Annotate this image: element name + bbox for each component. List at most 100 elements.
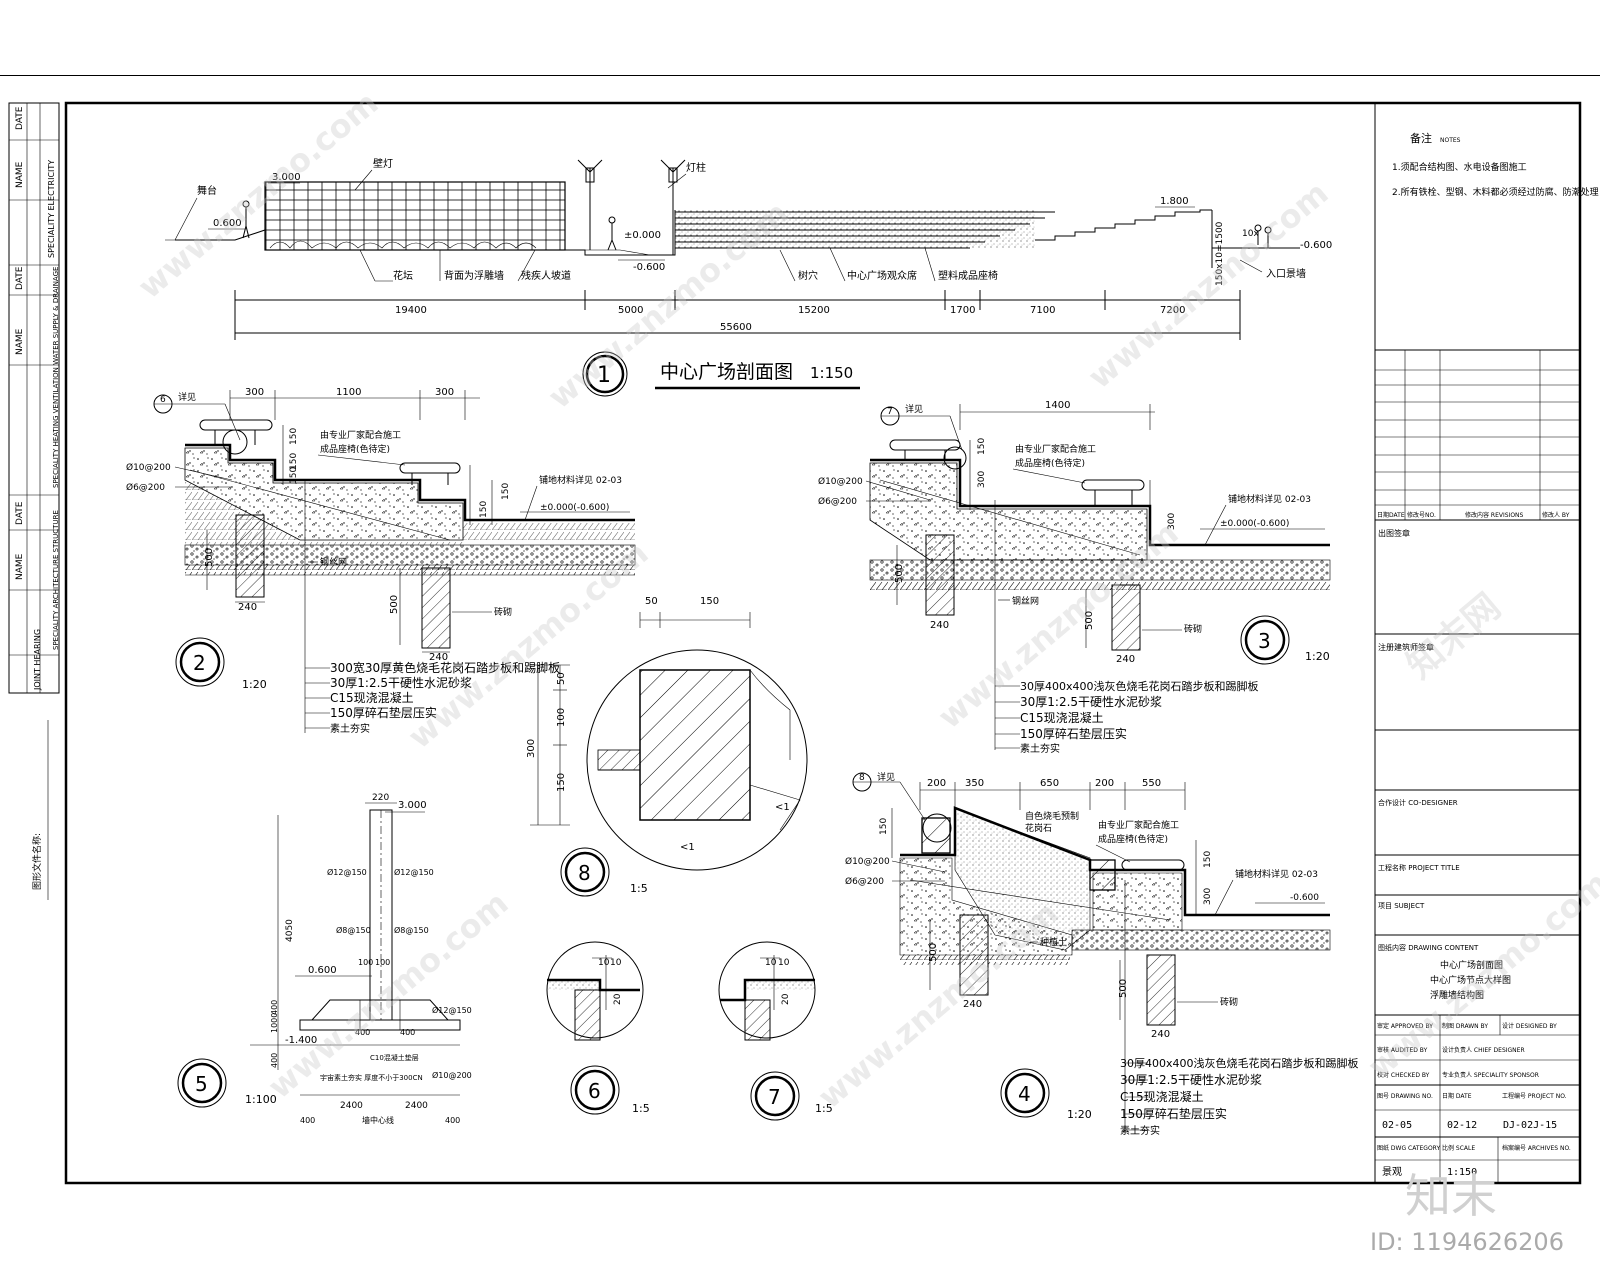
- meta-project-no: DJ-02J-15: [1503, 1120, 1557, 1131]
- file-name-label: 图形文件名称:: [31, 833, 43, 890]
- label-seats: 中心广场观众席: [847, 269, 917, 282]
- detail-2-ref-number: 6: [160, 395, 166, 405]
- detail-8-scale: 1:5: [630, 882, 648, 895]
- detail-2-layer-3: C15现浇混凝土: [330, 690, 414, 705]
- detail-2-brick: 砖砌: [494, 606, 512, 618]
- detail-5-dim-100b: 100: [375, 958, 390, 967]
- notes-title-en: NOTES: [1440, 137, 1461, 144]
- detail-3-dim-240b: 240: [1116, 654, 1135, 665]
- detail-3-bench-note-2: 成品座椅(色待定): [1015, 457, 1085, 469]
- detail-4-layer-2: 30厚1:2.5干硬性水泥砂浆: [1120, 1072, 1262, 1087]
- detail-2-vdim-2: 150: [289, 453, 299, 470]
- detail-3-bench-2: [1081, 479, 1145, 491]
- detail-5-number: 5: [195, 1072, 208, 1096]
- detail-8-dim-300: 300: [526, 739, 537, 758]
- signoff-approved: 审定 APPROVED BY: [1377, 1022, 1433, 1030]
- meta-label-project-no: 工程编号 PROJECT NO.: [1502, 1092, 1567, 1100]
- detail-2-rebar-2: Ø6@200: [126, 482, 165, 493]
- detail-4-planting-soil-label: 种植土: [1040, 936, 1067, 948]
- detail-8-mark-2: <1: [680, 842, 695, 853]
- detail-2-callout: [175, 637, 225, 687]
- detail-4-bench: [1121, 859, 1185, 871]
- detail-4-dim-top-2: 350: [965, 778, 984, 789]
- detail-7-callout: [750, 1071, 800, 1121]
- label-entrance-wall: 入口景墙: [1266, 267, 1306, 280]
- detail-5-rebar-5: Ø12@150: [432, 1005, 472, 1015]
- detail-2-layer-1: 300宽30厚黄色烧毛花岗石踏步板和踢脚板: [330, 660, 560, 675]
- meta2-label-category: 图纸 DWG CATEGORY: [1377, 1144, 1440, 1152]
- step-note-2: 10x: [1242, 229, 1259, 239]
- detail-2: 6 详见 300 1100 300 240 240 500: [126, 387, 636, 735]
- detail-2-bench-note-1: 由专业厂家配合施工: [320, 429, 401, 441]
- drawing-content-label: 图纸内容 DRAWING CONTENT: [1378, 943, 1479, 952]
- detail-3-brick-footing-1: [925, 534, 955, 616]
- strip-speciality-2: SPECIALITY HEATING VENTILATION WATER SUP…: [52, 267, 60, 488]
- detail-3-rebar-1: Ø10@200: [818, 476, 863, 487]
- detail-7-dim-3: 20: [781, 993, 791, 1005]
- strip-date-3: DATE: [15, 501, 25, 525]
- detail-4-profile: [900, 806, 1330, 917]
- meta-label-date: 日期 DATE: [1442, 1092, 1472, 1100]
- detail-2-dim-top-1: 300: [245, 387, 264, 398]
- detail-3: 7 详见 1400 240 240 500 500 150 300 300 由专…: [818, 400, 1331, 755]
- detail-7: 10 10 20 7 1:5: [718, 941, 833, 1121]
- person-figure-2: [607, 216, 617, 251]
- person-figure-3: [1254, 224, 1272, 248]
- detail-5-dim-2400a: 2400: [340, 1101, 363, 1111]
- dim-1700: 1700: [950, 305, 975, 316]
- detail-4-ref-label: 详见: [877, 771, 895, 783]
- person-figure-1: [242, 200, 250, 239]
- elev-0600: 0.600: [213, 218, 242, 229]
- detail-5-top-dim: 220: [372, 793, 389, 803]
- detail-8-dim-50: 50: [556, 672, 567, 685]
- detail-5-dim-4050: 4050: [285, 919, 295, 942]
- detail-8-number: 8: [578, 861, 591, 885]
- detail-4-bench-note-2: 成品座椅(色待定): [1098, 833, 1168, 845]
- detail-5-dim-400c: 400: [270, 1000, 279, 1015]
- detail-5-rebar-4: Ø8@150: [394, 925, 429, 935]
- detail-2-paving-note: 铺地材料详见 02-03: [539, 474, 622, 486]
- signoff-chief: 设计负责人 CHIEF DESIGNER: [1442, 1046, 1525, 1054]
- watermark-site-6: www.znzmo.com: [261, 884, 516, 1106]
- detail-2-brick-footing-1: [235, 514, 265, 598]
- detail-4-stone-note-2: 花岗石: [1025, 822, 1052, 834]
- detail-5-dim-2400b: 2400: [405, 1101, 428, 1111]
- detail-6-dim-3: 20: [613, 993, 623, 1005]
- rev-header-by: 修改人 BY: [1542, 511, 1570, 519]
- detail-4-elev: -0.600: [1290, 893, 1319, 903]
- detail-5-scale: 1:100: [245, 1093, 277, 1106]
- strip-name-3: NAME: [15, 553, 25, 580]
- detail-3-vdim-2: 300: [977, 471, 987, 488]
- detail-4-brick-footing-1: [959, 914, 989, 996]
- detail-4-coping-stone: [921, 817, 951, 854]
- detail-8-dim-top-2: 150: [700, 596, 719, 607]
- section-1-scale: 1:150: [810, 364, 853, 382]
- detail-2-layer-2: 30厚1:2.5干硬性水泥砂浆: [330, 675, 472, 690]
- drawing-content-3: 浮雕墙结构图: [1430, 989, 1484, 1001]
- detail-4-callout: [1000, 1068, 1050, 1118]
- detail-2-steps: [185, 443, 635, 522]
- detail-2-rebar-1: Ø10@200: [126, 462, 171, 473]
- strip-name-2: NAME: [15, 328, 25, 355]
- strip-joint: JOINT HEARING: [33, 629, 42, 691]
- signoff-audited: 审核 AUDITED BY: [1377, 1046, 1428, 1054]
- detail-3-steps: [870, 458, 1330, 547]
- detail-2-dim-240a: 240: [238, 602, 257, 613]
- section-1-elevation: 3.000 0.600 ±0.000 -0.600 1.800 -0.600 1…: [165, 157, 1332, 397]
- detail-3-layer-5: 素土夯实: [1020, 742, 1060, 755]
- signoff-drawn: 制图 DRAWN BY: [1442, 1022, 1488, 1030]
- detail-3-ref-number: 7: [887, 407, 893, 417]
- signoff-sponsor: 专业负责人 SPECIALITY SPONSOR: [1442, 1071, 1539, 1079]
- detail-4-dim-top-1: 200: [927, 778, 946, 789]
- detail-3-layer-2: 30厚1:2.5干硬性水泥砂浆: [1020, 694, 1162, 709]
- flower-bed-foliage: [269, 240, 537, 249]
- detail-5-rebar-6: Ø10@200: [432, 1070, 472, 1080]
- signoff-designed: 设计 DESIGNED BY: [1502, 1022, 1557, 1030]
- detail-2-zoom-circle: [222, 429, 248, 455]
- detail-6-dim-2: 10: [610, 958, 622, 968]
- detail-4-vdim-3: 300: [1203, 888, 1213, 905]
- detail-2-brick-footing-2: [421, 567, 451, 649]
- detail-4-dim-240a: 240: [963, 999, 982, 1010]
- detail-2-concrete: [184, 447, 464, 541]
